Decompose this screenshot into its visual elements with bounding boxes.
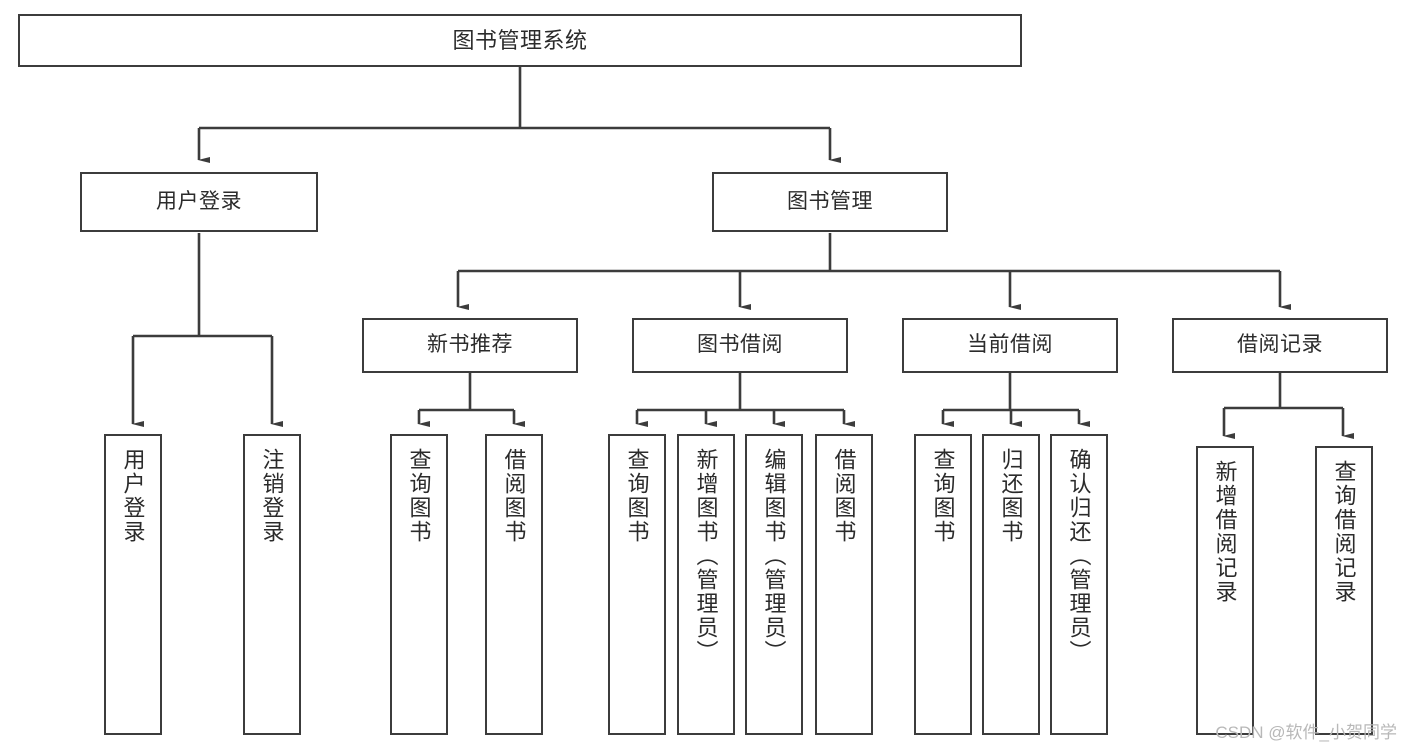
node-book-borrow[interactable]: 图书借阅 <box>632 318 848 373</box>
leaf-user-login-label: 用户登录 <box>120 448 146 544</box>
leaf-query-book-1[interactable]: 查询图书 <box>390 434 448 735</box>
node-new-book-recommend[interactable]: 新书推荐 <box>362 318 578 373</box>
node-book-borrow-label: 图书借阅 <box>697 333 783 357</box>
node-current-borrow-label: 当前借阅 <box>967 333 1053 357</box>
leaf-query-book-3-label: 查询图书 <box>930 448 956 544</box>
leaf-return-book[interactable]: 归还图书 <box>982 434 1040 735</box>
leaf-add-book-label: 新增图书（管理员） <box>693 448 719 664</box>
node-book-manage[interactable]: 图书管理 <box>712 172 948 232</box>
leaf-edit-book[interactable]: 编辑图书（管理员） <box>745 434 803 735</box>
leaf-query-record[interactable]: 查询借阅记录 <box>1315 446 1373 735</box>
leaf-borrow-book-1-label: 借阅图书 <box>501 448 527 544</box>
leaf-user-logout[interactable]: 注销登录 <box>243 434 301 735</box>
leaf-add-record-label: 新增借阅记录 <box>1212 460 1238 604</box>
leaf-query-book-1-label: 查询图书 <box>406 448 432 544</box>
csdn-watermark: CSDN @软件_小贺同学 <box>1215 723 1397 742</box>
leaf-user-logout-label: 注销登录 <box>259 448 285 544</box>
node-current-borrow[interactable]: 当前借阅 <box>902 318 1118 373</box>
leaf-confirm-return[interactable]: 确认归还（管理员） <box>1050 434 1108 735</box>
leaf-query-book-2-label: 查询图书 <box>624 448 650 544</box>
leaf-borrow-book-1[interactable]: 借阅图书 <box>485 434 543 735</box>
node-new-book-recommend-label: 新书推荐 <box>427 333 513 357</box>
leaf-return-book-label: 归还图书 <box>998 448 1024 544</box>
leaf-edit-book-label: 编辑图书（管理员） <box>761 448 787 664</box>
leaf-add-record[interactable]: 新增借阅记录 <box>1196 446 1254 735</box>
leaf-confirm-return-label: 确认归还（管理员） <box>1066 448 1092 664</box>
node-user-login-label: 用户登录 <box>156 189 242 213</box>
leaf-add-book[interactable]: 新增图书（管理员） <box>677 434 735 735</box>
leaf-query-record-label: 查询借阅记录 <box>1331 460 1357 604</box>
leaf-user-login[interactable]: 用户登录 <box>104 434 162 735</box>
node-borrow-record-label: 借阅记录 <box>1237 333 1323 357</box>
leaf-query-book-2[interactable]: 查询图书 <box>608 434 666 735</box>
leaf-query-book-3[interactable]: 查询图书 <box>914 434 972 735</box>
leaf-borrow-book-2[interactable]: 借阅图书 <box>815 434 873 735</box>
node-root[interactable]: 图书管理系统 <box>18 14 1022 67</box>
node-borrow-record[interactable]: 借阅记录 <box>1172 318 1388 373</box>
leaf-borrow-book-2-label: 借阅图书 <box>831 448 857 544</box>
node-user-login[interactable]: 用户登录 <box>80 172 318 232</box>
node-book-manage-label: 图书管理 <box>787 189 873 213</box>
node-root-label: 图书管理系统 <box>452 27 588 53</box>
